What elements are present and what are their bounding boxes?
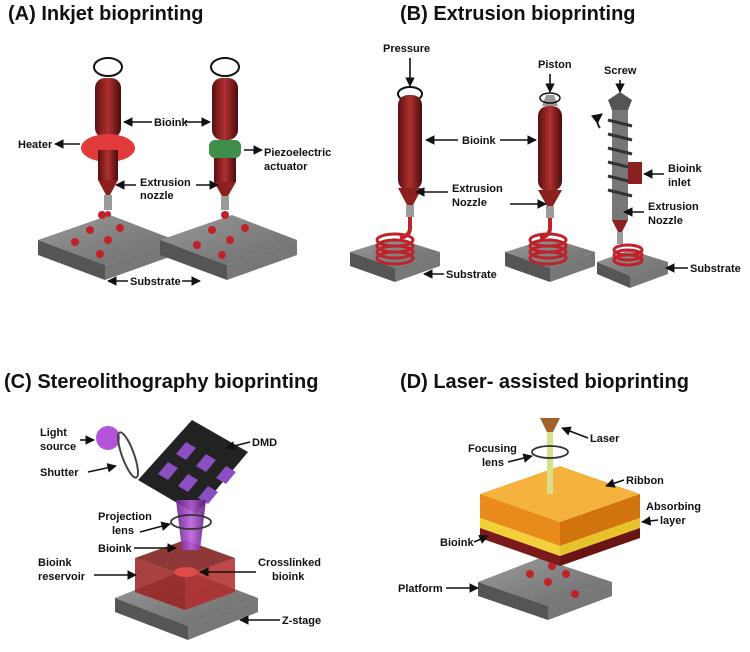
- label-shutter: Shutter: [40, 467, 79, 479]
- label-ribbon: Ribbon: [626, 475, 664, 487]
- label-crosslinked-1: Crosslinked: [258, 557, 321, 569]
- panel-c-title: (C) Stereolithography bioprinting: [4, 371, 318, 393]
- label-heater: Heater: [18, 139, 53, 151]
- label-piston: Piston: [538, 59, 572, 71]
- label-pressure: Pressure: [383, 43, 430, 55]
- label-piezo-2: actuator: [264, 161, 308, 173]
- platform: [478, 558, 612, 620]
- heater-ring: [81, 134, 135, 162]
- label-nozzle-a-1: Extrusion: [140, 177, 191, 189]
- bioink-inlet: [628, 162, 642, 184]
- label-laser: Laser: [590, 433, 620, 445]
- panel-laser-assisted: (D) Laser- assisted bioprinting Laser: [398, 371, 701, 620]
- label-platform: Platform: [398, 583, 443, 595]
- laser-source: [540, 418, 560, 432]
- label-piezo-1: Piezoelectric: [264, 147, 331, 159]
- coil-b3: [612, 243, 644, 267]
- projection-beam: [176, 500, 206, 550]
- label-dmd: DMD: [252, 437, 277, 449]
- label-reservoir-2: reservoir: [38, 571, 86, 583]
- inkjet-syringe-heater: [81, 57, 135, 217]
- panel-extrusion: (B) Extrusion bioprinting: [350, 3, 741, 288]
- laser-beam: [547, 432, 553, 494]
- label-zstage: Z-stage: [282, 615, 321, 627]
- label-nozzle-b-1: Extrusion: [452, 183, 503, 195]
- coil-b2: [528, 232, 568, 266]
- label-bioink-inlet-2: inlet: [668, 177, 691, 189]
- label-projection-1: Projection: [98, 511, 152, 523]
- projection-lens: [170, 514, 212, 530]
- label-nozzle-b3-1: Extrusion: [648, 201, 699, 213]
- label-nozzle-b-2: Nozzle: [452, 197, 487, 209]
- label-light-2: source: [40, 441, 76, 453]
- label-nozzle-b3-2: Nozzle: [648, 215, 683, 227]
- ribbon: [480, 466, 640, 566]
- label-substrate-b3: Substrate: [690, 263, 741, 275]
- extrusion-syringe-piston: [528, 92, 568, 266]
- focusing-lens: [531, 445, 569, 459]
- shutter: [117, 431, 139, 479]
- label-reservoir-1: Bioink: [38, 557, 72, 569]
- piezo-ring: [209, 140, 241, 158]
- panel-a-title: (A) Inkjet bioprinting: [8, 3, 204, 25]
- extrusion-syringe-pressure: [375, 86, 423, 266]
- label-nozzle-a-2: nozzle: [140, 190, 174, 202]
- light-source: [96, 426, 120, 450]
- label-substrate-b1: Substrate: [446, 269, 497, 281]
- label-bioink-c: Bioink: [98, 543, 132, 555]
- label-focusing-2: lens: [482, 457, 504, 469]
- substrate-right: [160, 215, 297, 280]
- panel-b-title: (B) Extrusion bioprinting: [400, 3, 636, 25]
- extrusion-screw: [590, 92, 644, 267]
- label-projection-2: lens: [112, 525, 134, 537]
- label-absorbing-1: Absorbing: [646, 501, 701, 513]
- dmd: [138, 420, 248, 514]
- label-focusing-1: Focusing: [468, 443, 517, 455]
- panel-d-title: (D) Laser- assisted bioprinting: [400, 371, 689, 393]
- panel-stereolithography: (C) Stereolithography bioprinting: [4, 371, 321, 640]
- label-crosslinked-2: bioink: [272, 571, 305, 583]
- label-bioink-a: Bioink: [154, 117, 188, 129]
- label-light-1: Light: [40, 427, 67, 439]
- label-bioink-b: Bioink: [462, 135, 496, 147]
- label-bioink-d: Bioink: [440, 537, 474, 549]
- inkjet-syringe-piezo: [209, 57, 241, 217]
- label-substrate-a: Substrate: [130, 276, 181, 288]
- label-bioink-inlet-1: Bioink: [668, 163, 702, 175]
- label-absorbing-2: layer: [660, 515, 686, 527]
- bioink-reservoir: [135, 540, 235, 610]
- droplets-d: [526, 562, 579, 598]
- label-screw: Screw: [604, 65, 637, 77]
- coil-b1: [375, 232, 415, 266]
- panel-inkjet: (A) Inkjet bioprinting: [8, 3, 331, 288]
- substrate-left: [38, 215, 175, 280]
